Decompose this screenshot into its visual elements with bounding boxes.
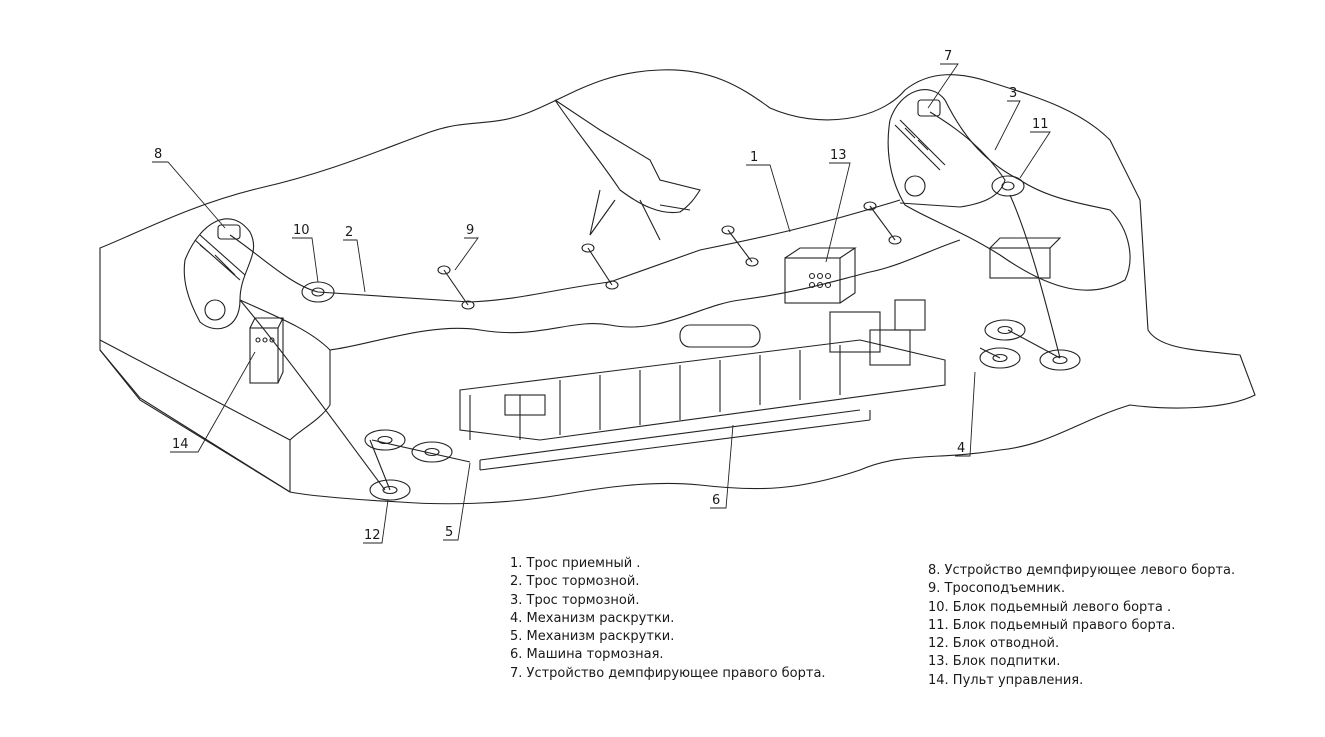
upper-deck-contour xyxy=(239,239,961,351)
damper-left xyxy=(194,224,246,321)
legend-item: 6. Машина тормозная. xyxy=(510,647,664,663)
receiving-cable xyxy=(229,199,901,303)
callout-4: 4 xyxy=(957,441,965,456)
cable-lifters xyxy=(437,201,902,310)
right-equipment xyxy=(989,237,1062,279)
legend-item: 10. Блок подьемный левого борта . xyxy=(928,599,1172,615)
callout-labels: 1 2 3 4 5 6 7 8 9 10 11 12 13 14 xyxy=(154,49,1049,543)
deck-outline xyxy=(99,69,1256,505)
right-bay xyxy=(887,89,1131,291)
callout-7: 7 xyxy=(944,49,952,64)
lift-block-right xyxy=(991,175,1025,197)
callout-13: 13 xyxy=(830,148,847,163)
callout-2: 2 xyxy=(345,225,353,240)
aircraft-silhouette xyxy=(554,99,701,241)
legend-item: 9. Тросоподъемник. xyxy=(928,581,1066,597)
legend-item: 7. Устройство демпфирующее правого борта… xyxy=(510,665,826,681)
legend-item: 14. Пульт управления. xyxy=(928,672,1084,688)
control-panel xyxy=(249,317,284,384)
legend-right: 8. Устройство демпфирующее левого борта.… xyxy=(928,562,1235,690)
left-bay xyxy=(183,218,255,330)
legend-item: 5. Механизм раскрутки. xyxy=(510,629,675,645)
legend-item: 4. Механизм раскрутки. xyxy=(510,610,675,626)
callout-9: 9 xyxy=(466,223,474,238)
braking-cable-right xyxy=(899,111,1006,208)
callout-5: 5 xyxy=(445,525,453,540)
braking-machine xyxy=(459,299,946,471)
legend-item: 13. Блок подпитки. xyxy=(928,654,1061,670)
legend-item: 2. Трос тормозной. xyxy=(510,574,640,590)
callout-8: 8 xyxy=(154,147,162,162)
legend-item: 8. Устройство демпфирующее левого борта. xyxy=(928,563,1236,578)
damper-right xyxy=(894,99,946,197)
legend-item: 11. Блок подьемный правого борта. xyxy=(928,617,1176,633)
feed-unit xyxy=(784,247,857,304)
callout-1: 1 xyxy=(750,150,758,165)
legend-left: 1. Трос приемный . 2. Трос тормозной. 3.… xyxy=(510,555,826,683)
callout-3: 3 xyxy=(1009,86,1017,101)
callout-10: 10 xyxy=(293,223,310,238)
deck-edge xyxy=(99,339,331,493)
callout-6: 6 xyxy=(712,493,720,508)
callout-11: 11 xyxy=(1032,117,1049,132)
callout-14: 14 xyxy=(172,437,189,452)
callout-12: 12 xyxy=(364,528,381,543)
legend-item: 12. Блок отводной. xyxy=(928,636,1060,652)
deflection-blocks xyxy=(364,319,1081,501)
leader-lines xyxy=(152,63,1051,544)
legend-item: 1. Трос приемный . xyxy=(510,556,641,571)
cable-lower-right xyxy=(979,194,1061,359)
legend-item: 3. Трос тормозной. xyxy=(510,592,640,608)
